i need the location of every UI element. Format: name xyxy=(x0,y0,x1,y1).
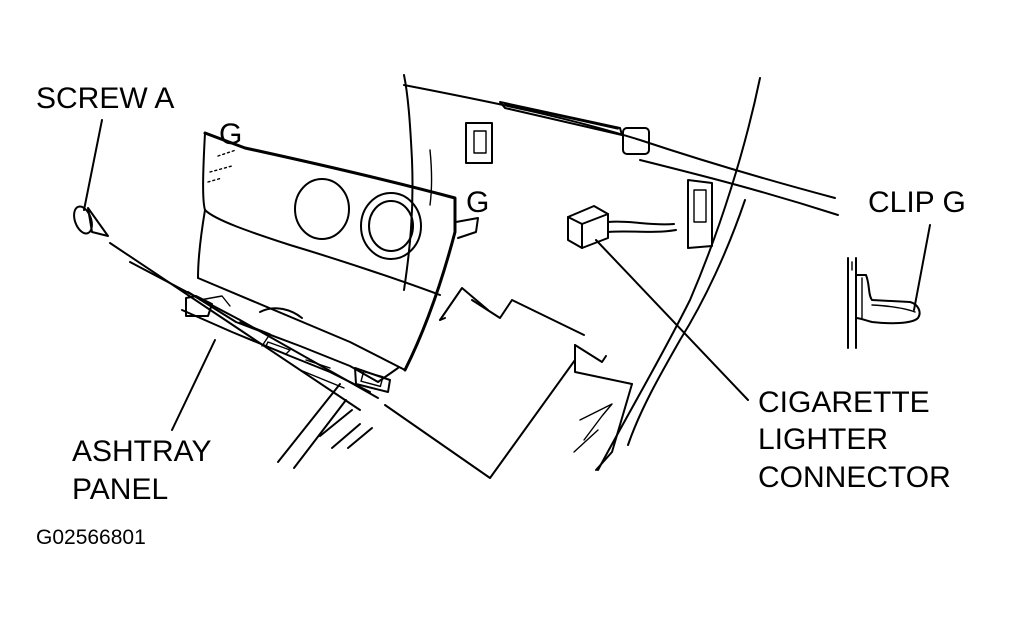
screw-a xyxy=(73,205,109,237)
label-g-right: G xyxy=(466,186,489,219)
figure-code: G02566801 xyxy=(36,526,146,549)
screw-a-direction-line-2 xyxy=(129,261,379,399)
leader-lines xyxy=(83,119,931,479)
label-cigarette-line2: LIGHTER xyxy=(758,423,888,456)
cigarette-lighter-connector xyxy=(567,205,677,249)
dashboard-structure xyxy=(277,74,839,471)
connector-leader xyxy=(595,239,749,401)
label-g-top: G xyxy=(219,118,242,151)
ashtray-panel xyxy=(181,131,479,393)
screw-a-direction-line xyxy=(109,242,361,411)
lighter-holes xyxy=(294,178,422,260)
label-cigarette-line1: CIGARETTE xyxy=(758,386,930,419)
label-ashtray-line1: ASHTRAY xyxy=(72,435,211,468)
label-ashtray-line2: PANEL xyxy=(72,473,168,506)
label-cigarette-line3: CONNECTOR xyxy=(758,461,951,494)
ashtray-panel-leader xyxy=(171,339,216,431)
label-screw-a: SCREW A xyxy=(36,82,174,115)
lighter-hole-right-outer xyxy=(360,192,422,260)
console-direction-line xyxy=(384,359,576,479)
clip-g-leader xyxy=(913,224,931,311)
screw-a-leader xyxy=(83,119,103,211)
lighter-hole-left xyxy=(294,178,350,240)
labels: SCREW A G G CLIP G ASHTRAY PANEL CIGARET… xyxy=(36,82,966,549)
lighter-hole-right-inner xyxy=(368,200,414,252)
clip-g-detail xyxy=(847,257,921,349)
label-clip-g: CLIP G xyxy=(868,186,966,219)
